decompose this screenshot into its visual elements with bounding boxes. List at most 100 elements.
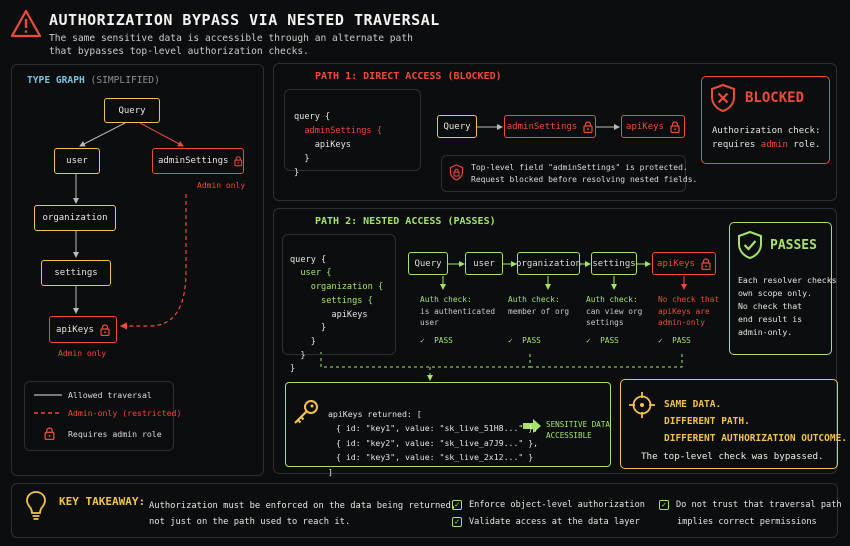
lock-icon — [100, 323, 110, 336]
passes-title: PASSES — [770, 238, 817, 253]
checkbox-icon: ✓ — [452, 500, 462, 510]
path2-code-box — [282, 234, 396, 355]
returned-row: { id: "key3", value: "sk_live_2x12..." } — [336, 452, 534, 462]
blocked-line-2-post: role. — [787, 140, 821, 150]
path1-panel — [273, 63, 837, 201]
check-line: Auth check: — [508, 295, 560, 304]
node-api-keys-label: apiKeys — [56, 324, 94, 335]
takeaway-text-line-2: not just on the path used to reach it. — [149, 517, 351, 527]
node-user: user — [54, 148, 100, 174]
code-line: organization { — [290, 282, 384, 293]
page-title: AUTHORIZATION BYPASS VIA NESTED TRAVERSA… — [49, 11, 440, 29]
legend-requires-admin: Requires admin role — [68, 429, 162, 439]
path2-panel — [273, 208, 837, 474]
check-result: ✓ PASS — [586, 335, 642, 347]
path2-check-3: Auth check: can view org settings ✓ PASS — [586, 294, 642, 346]
graph-legend — [24, 381, 174, 451]
check-line: admin-only — [658, 318, 705, 327]
check-line: settings — [586, 318, 624, 327]
node-admin-settings-label: adminSettings — [158, 156, 229, 166]
lock-icon — [583, 120, 593, 133]
sensitive-line-1: SENSITIVE DATA — [546, 420, 611, 429]
takeaway-panel — [11, 483, 838, 538]
returned-data-box — [285, 382, 611, 467]
returned-row: { id: "key2", value: "sk_live_a7J9..." }… — [336, 437, 539, 448]
sensitive-line-2: ACCESSIBLE — [546, 431, 592, 440]
path2-flow-user: user — [465, 252, 503, 275]
path1-note-text: Top-level field "adminSettings" is prote… — [471, 162, 697, 186]
same-data-text: SAME DATA. DIFFERENT PATH. DIFFERENT AUT… — [664, 396, 847, 447]
check-result: ✓ PASS — [420, 335, 495, 347]
passes-line: end result is — [738, 314, 803, 324]
check-line — [508, 317, 569, 329]
checkbox-icon: ✓ — [659, 500, 669, 510]
path2-flow-organization: organization — [516, 252, 581, 275]
same-data-card — [620, 379, 838, 469]
node-admin-settings: adminSettings — [152, 148, 244, 174]
blocked-line-1: Authorization check: — [712, 126, 821, 136]
takeaway-list-left: ✓Enforce object-level authorization ✓ Val… — [452, 497, 645, 531]
returned-row: { id: "key1", value: "sk_live_51H8..." }… — [336, 423, 539, 433]
code-line: user { — [290, 268, 332, 279]
node-settings: settings — [41, 260, 111, 286]
same-data-line-1: SAME DATA. — [664, 399, 722, 410]
code-line: } — [290, 364, 296, 375]
path1-flow-query: Query — [437, 115, 477, 138]
shield-check-icon — [738, 230, 762, 260]
code-line: } — [290, 350, 306, 361]
takeaway-item: ✓Enforce object-level authorization — [452, 497, 645, 514]
node-query: Query — [104, 98, 160, 123]
passes-description: Each resolver checks own scope only. No … — [738, 274, 837, 339]
path2-title: PATH 2: NESTED ACCESS (PASSES) — [315, 216, 496, 227]
warning-icon — [10, 9, 42, 38]
path2-flow-api-keys: apiKeys — [652, 252, 716, 275]
path1-flow-admin-settings-label: adminSettings — [506, 121, 578, 132]
path1-flow-admin-settings: adminSettings — [504, 115, 596, 138]
check-result: ✓ PASS — [658, 335, 719, 347]
path1-code-box — [284, 89, 421, 171]
type-graph-title-suffix: (SIMPLIFIED) — [90, 75, 160, 86]
code-line: apiKeys — [290, 309, 368, 320]
blocked-line-2: requires admin role. — [712, 138, 820, 152]
path2-flow-query: Query — [408, 252, 448, 275]
path1-note-line-1: Top-level field "adminSettings" is prote… — [471, 163, 688, 172]
check-result-label: PASS — [600, 335, 619, 345]
check-line: Auth check: — [586, 295, 638, 304]
check-line: Auth check: — [420, 295, 472, 304]
page-subtitle: The same sensitive data is accessible th… — [49, 32, 413, 58]
code-line: settings { — [290, 295, 373, 306]
checkbox-icon: ✓ — [452, 517, 462, 527]
same-data-footer: The top-level check was bypassed. — [641, 451, 824, 462]
takeaway-item-label: implies correct permissions — [677, 517, 817, 527]
lock-icon — [701, 257, 711, 270]
lock-icon — [670, 120, 680, 133]
passes-line: admin-only. — [738, 327, 793, 337]
type-graph-title-main: TYPE GRAPH — [27, 75, 85, 86]
passes-card — [729, 222, 832, 355]
code-line: query { — [294, 112, 331, 122]
code-line: } — [290, 323, 327, 334]
admin-only-label-1: Admin only — [197, 181, 246, 190]
subtitle-line-1: The same sensitive data is accessible th… — [49, 33, 413, 44]
type-graph-title: TYPE GRAPH (SIMPLIFIED) — [27, 75, 160, 86]
check-mark-icon: ✓ — [420, 335, 425, 345]
takeaway-label: KEY TAKEAWAY: — [59, 495, 146, 508]
same-data-line-2: DIFFERENT PATH. — [664, 416, 750, 427]
path1-title: PATH 1: DIRECT ACCESS (BLOCKED) — [315, 71, 502, 82]
check-line: user — [420, 318, 439, 327]
blocked-line-2-role: admin — [760, 140, 788, 150]
path2-code: query { user { organization { settings {… — [290, 240, 383, 377]
type-graph-panel — [11, 64, 264, 476]
path2-check-4: No check that apiKeys are admin-only ✓ P… — [658, 294, 719, 346]
path2-flow-settings: settings — [591, 252, 637, 275]
returned-title: apiKeys returned: [ — [328, 408, 422, 419]
passes-line: own scope only. — [738, 288, 812, 298]
check-result-label: PASS — [522, 335, 541, 345]
check-line: is authenticated — [420, 306, 496, 316]
path2-check-2: Auth check: member of org ✓ PASS — [508, 294, 569, 346]
takeaway-text: Authorization must be enforced on the da… — [149, 498, 456, 530]
takeaway-item-label: Validate access at the data layer — [469, 517, 640, 527]
blocked-title: BLOCKED — [745, 90, 805, 106]
passes-line: Each resolver checks — [738, 275, 837, 285]
returned-data-code: apiKeys returned: [ { id: "key1", value: … — [328, 392, 538, 479]
